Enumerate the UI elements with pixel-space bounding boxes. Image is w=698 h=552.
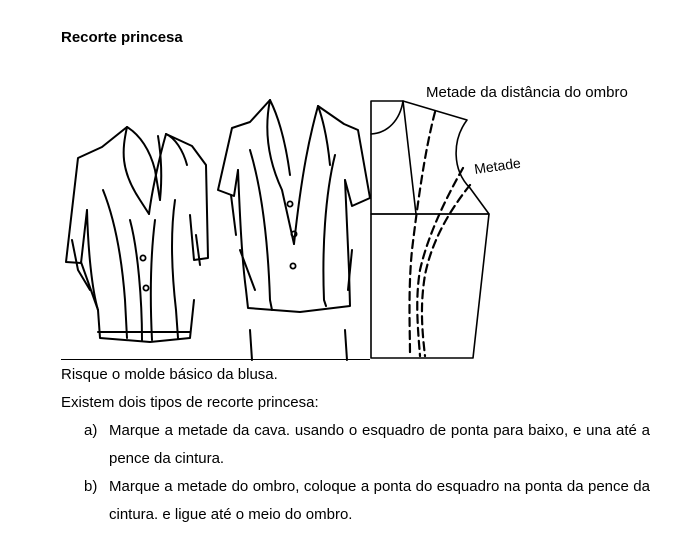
paragraph-1: Risque o molde básico da blusa. [61,366,278,383]
blouse-sketch-right [217,99,371,361]
bodice-pattern-diagram [370,100,490,359]
list-marker: a) [84,422,98,439]
princess-seam-illustration: Metade da distância do ombro Metade [65,84,628,361]
list-item-text: Marque a metade da cava. usando o esquad… [109,422,650,467]
divider-line [61,359,370,360]
list-item: a) Marque a metade da cava. usando o esq… [84,417,650,473]
label-half: Metade [473,155,522,177]
list-marker: b) [84,478,98,495]
instruction-list: a) Marque a metade da cava. usando o esq… [84,417,650,529]
page-title: Recorte princesa [61,29,183,46]
list-item: b) Marque a metade do ombro, coloque a p… [84,473,650,529]
blouse-sketch-left [65,126,209,343]
label-shoulder-half: Metade da distância do ombro [426,84,628,101]
paragraph-2: Existem dois tipos de recorte princesa: [61,394,319,411]
list-item-text: Marque a metade do ombro, coloque a pont… [109,478,650,523]
